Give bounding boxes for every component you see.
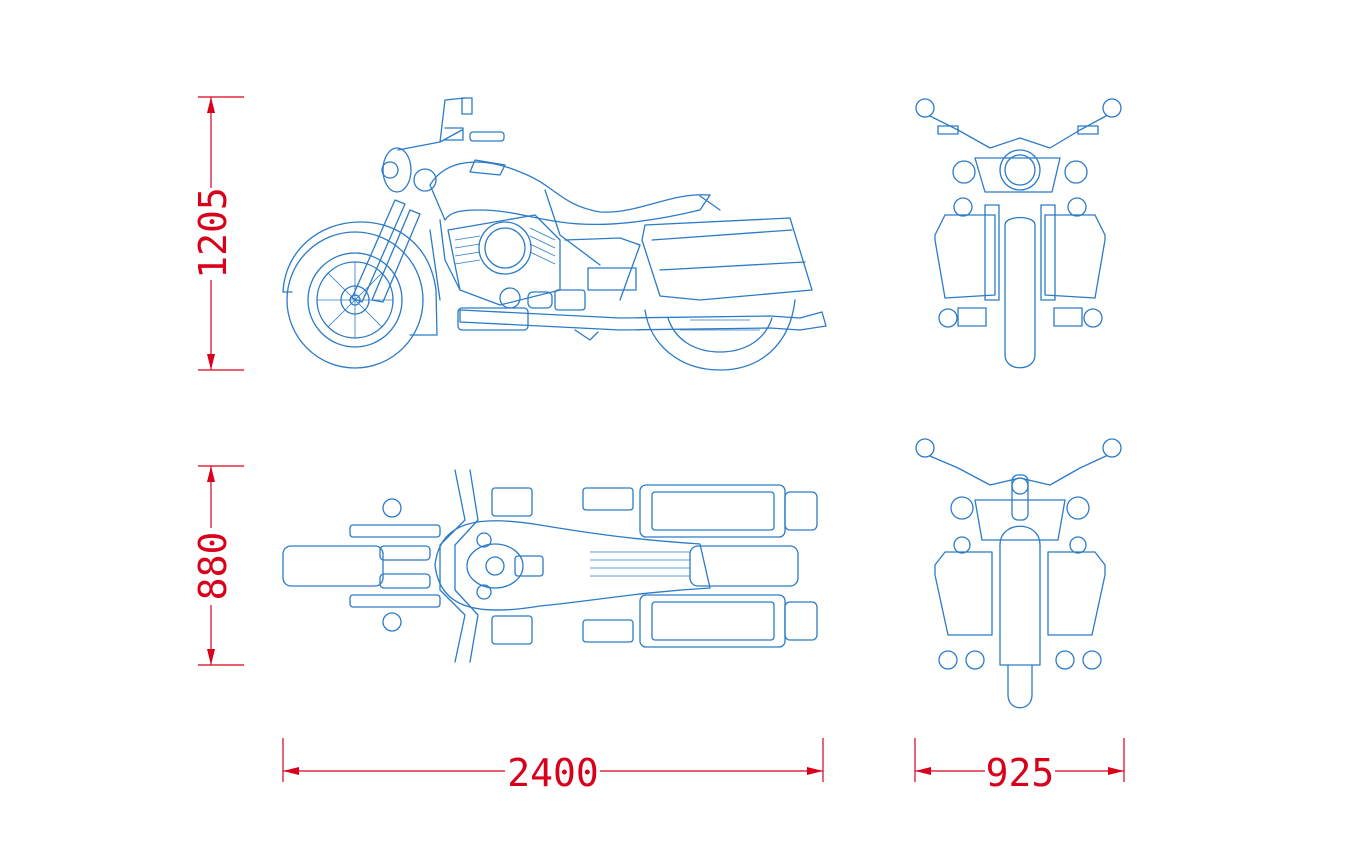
front-fork <box>351 97 505 303</box>
rear-tire <box>1007 664 1033 709</box>
front-tire <box>1004 216 1036 369</box>
dimension-width-front: 925 <box>914 738 1125 795</box>
top-view <box>282 469 818 663</box>
dimension-length: 2400 <box>282 738 824 795</box>
rear-view <box>915 438 1122 709</box>
dimension-height-label: 1205 <box>191 187 235 279</box>
rear-wheel <box>644 299 796 371</box>
frame-and-tank <box>429 159 711 301</box>
dimension-length-label: 2400 <box>507 751 599 795</box>
front-view <box>915 98 1122 369</box>
handlebar-top <box>439 469 466 663</box>
handlebar-front <box>929 115 1107 149</box>
saddlebags-top <box>491 484 818 648</box>
dimension-width-top-label: 880 <box>191 532 235 601</box>
dimension-width-front-label: 925 <box>986 751 1055 795</box>
right-saddlebag-front <box>1044 214 1106 299</box>
tank-seat-top <box>434 520 711 611</box>
dimension-height: 1205 <box>191 96 244 371</box>
front-wheel-top <box>282 545 384 587</box>
left-saddlebag-front <box>934 214 996 299</box>
engine <box>447 214 586 311</box>
saddlebag <box>564 195 813 341</box>
front-wheel <box>282 221 438 369</box>
rear-wheel-top <box>689 545 799 587</box>
side-view <box>282 97 827 371</box>
rear-fender <box>999 525 1041 666</box>
exhaust <box>457 307 827 331</box>
dimension-width-top: 880 <box>191 465 244 666</box>
